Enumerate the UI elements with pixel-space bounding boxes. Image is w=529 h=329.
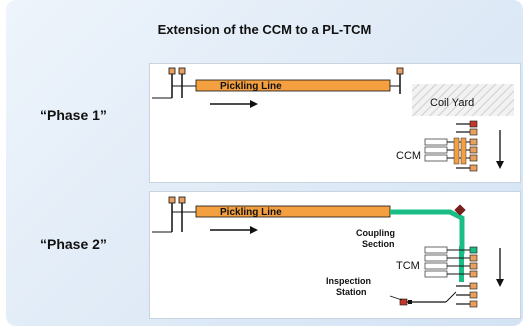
flow-arrowhead (250, 100, 258, 108)
diagram-title: Extension of the CCM to a PL-TCM (157, 22, 372, 37)
flow-arrowhead (250, 226, 258, 234)
entry-uncoilers (152, 196, 196, 233)
tcm-label: TCM (396, 260, 420, 272)
phase-1-label: “Phase 1” (40, 107, 107, 123)
coil-yard-area (412, 84, 514, 116)
exit-coiler (396, 67, 404, 94)
phase-2-schematic: Pickling Line Coupling Section (152, 196, 504, 308)
pickling-line-label: Pickling Line (220, 81, 282, 92)
inspection-station (389, 291, 457, 306)
coil-yard-label: Coil Yard (430, 97, 474, 109)
tcm-stands (424, 246, 478, 308)
pickling-line-label: Pickling Line (220, 207, 282, 218)
inspection-label-2: Station (336, 287, 367, 297)
coupling-label-2: Section (362, 239, 395, 249)
phase-1-panel: Pickling Line Coil Yard (149, 63, 521, 183)
ccm-label: CCM (396, 150, 421, 162)
phase-1-schematic: Pickling Line Coil Yard (152, 67, 514, 172)
inspection-label-1: Inspection (326, 276, 371, 286)
coupling-section-conveyor (390, 209, 465, 254)
phase-2-label: “Phase 2” (40, 236, 107, 252)
down-arrowhead (496, 279, 504, 287)
entry-uncoilers (152, 67, 196, 99)
down-arrowhead (496, 161, 504, 169)
phase-2-panel: Pickling Line Coupling Section (149, 191, 521, 319)
ccm-stands (424, 120, 478, 172)
coupling-label-1: Coupling (356, 228, 395, 238)
